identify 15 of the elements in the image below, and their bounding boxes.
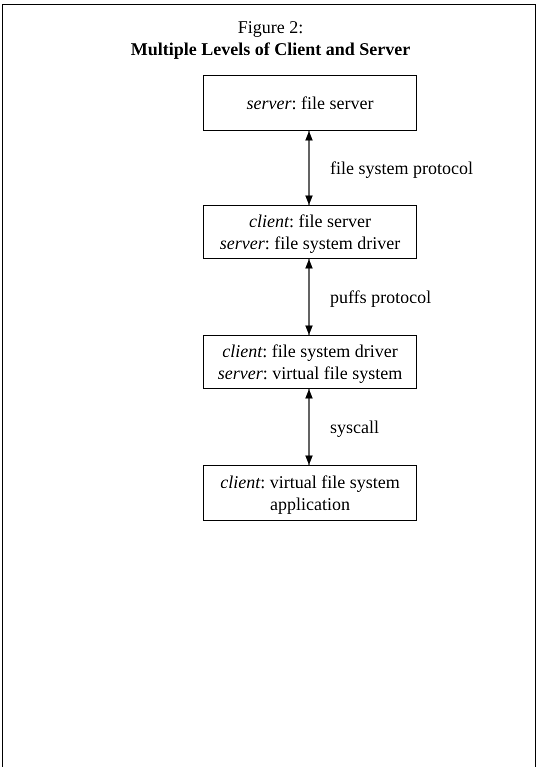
box-text: client: file server [249,210,371,232]
box-text: client: virtual file system application [219,471,401,515]
double-arrow [305,131,313,205]
process-box [203,75,417,131]
box-text: server: file server [246,92,374,114]
double-arrow [305,259,313,335]
process-box [203,205,417,259]
double-arrow [305,389,313,465]
figure-title: Multiple Levels of Client and Server [130,38,412,60]
box-text: server: file system driver [220,232,400,254]
process-box [203,335,417,389]
box-text: server: virtual file system [218,362,402,384]
figure-number: Figure 2: [236,16,304,38]
box-text: client: file system driver [222,340,398,362]
process-box [203,465,417,521]
